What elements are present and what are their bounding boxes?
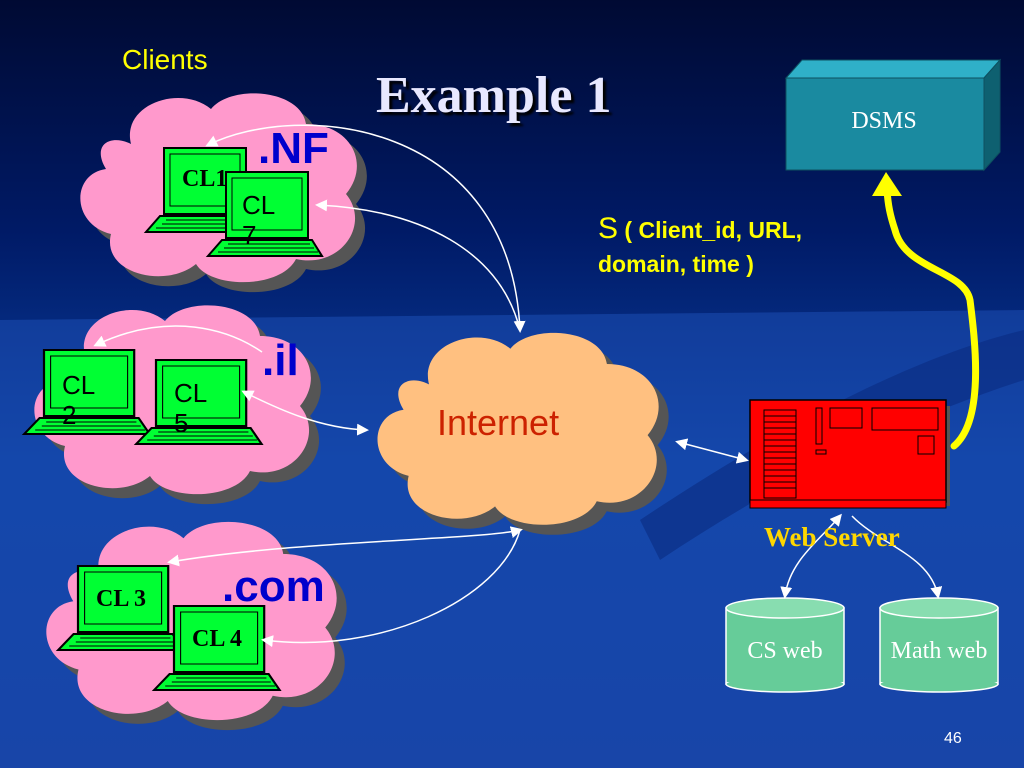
domain-label-com: .com	[222, 562, 325, 611]
slide-title: Example 1	[376, 67, 612, 124]
dsms-label: DSMS	[851, 108, 917, 134]
client-label-cl1: CL1	[182, 166, 228, 192]
stream-schema: S ( Client_id, URL, domain, time )	[598, 212, 828, 281]
dsms-box	[784, 58, 1002, 172]
yellow-arrow	[872, 172, 980, 450]
client-label-cl4: CL 4	[192, 626, 243, 652]
internet-label: Internet	[437, 402, 560, 443]
web-server-label: Web Server	[764, 522, 900, 552]
schema-fields: ( Client_id, URL, domain, time )	[598, 217, 803, 277]
db-label-math-web: Math web	[890, 638, 988, 664]
db-math-web	[879, 597, 999, 693]
schema-s: S	[598, 212, 619, 245]
connector-arrows	[93, 124, 943, 648]
client-label-cl7: CL 7	[242, 190, 275, 250]
domain-label-nf: .NF	[258, 124, 329, 173]
web-server	[749, 399, 950, 509]
client-label-cl5: CL 5	[174, 378, 207, 438]
client-label-cl3: CL 3	[96, 586, 147, 612]
page-number: 46	[944, 730, 962, 747]
db-cs-web	[725, 597, 845, 693]
domain-label-il: .il	[262, 336, 299, 385]
db-label-cs-web: CS web	[747, 638, 823, 664]
client-label-cl2: CL 2	[62, 370, 95, 430]
clients-label: Clients	[122, 44, 208, 75]
